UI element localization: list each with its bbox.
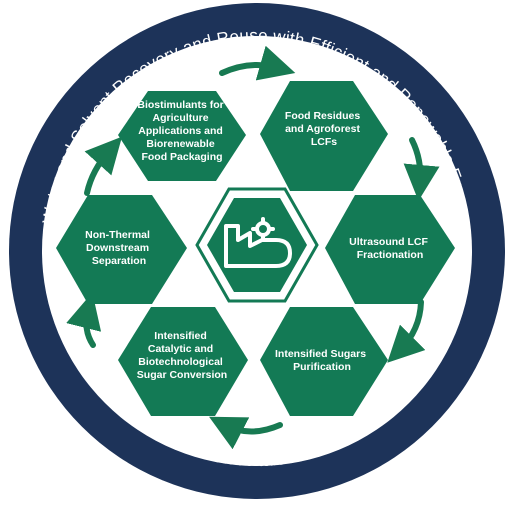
factory-gear-icon: [224, 217, 292, 268]
hexagon-shape: [118, 307, 248, 416]
arrow-3-to-4: [387, 299, 426, 363]
step-6-hexagon: Non-Thermal Downstream Separation: [56, 195, 187, 304]
arrow-4-to-5: [209, 416, 283, 450]
step-1-hexagon: Biostimulants for Agriculture Applicatio…: [118, 91, 246, 181]
step-5-label: Intensified Catalytic and Biotechnologic…: [137, 330, 227, 381]
hexagon-shape: [260, 81, 388, 191]
center-hexagon: [195, 187, 319, 303]
step-3-label: Ultrasound LCF Fractionation: [349, 236, 431, 261]
arrow-1-to-2: [219, 45, 296, 81]
step-2-hexagon: Food Residues and Agroforest LCFs: [260, 81, 388, 191]
hexagon-shape: [56, 195, 187, 304]
step-1-label: Biostimulants for Agriculture Applicatio…: [137, 99, 226, 163]
hexagon-shape: [118, 91, 246, 181]
cycle-arrows: [66, 45, 440, 450]
center-hexagon-fill: [207, 198, 307, 292]
step-5-hexagon: Intensified Catalytic and Biotechnologic…: [118, 307, 248, 416]
step-4-hexagon: Intensified Sugars Purification: [260, 307, 388, 416]
arrow-2-to-3: [403, 137, 440, 201]
arrow-6-to-1: [84, 136, 123, 196]
step-4-label: Intensified Sugars Purification: [275, 348, 369, 373]
step-2-label: Food Residues and Agroforest LCFs: [285, 110, 363, 148]
step-3-hexagon: Ultrasound LCF Fractionation: [325, 195, 455, 304]
hexagon-shape: [325, 195, 455, 304]
hexagon-shape: [260, 307, 388, 416]
arrow-5-to-6: [66, 292, 102, 348]
step-6-label: Non-Thermal Downstream Separation: [85, 229, 153, 267]
